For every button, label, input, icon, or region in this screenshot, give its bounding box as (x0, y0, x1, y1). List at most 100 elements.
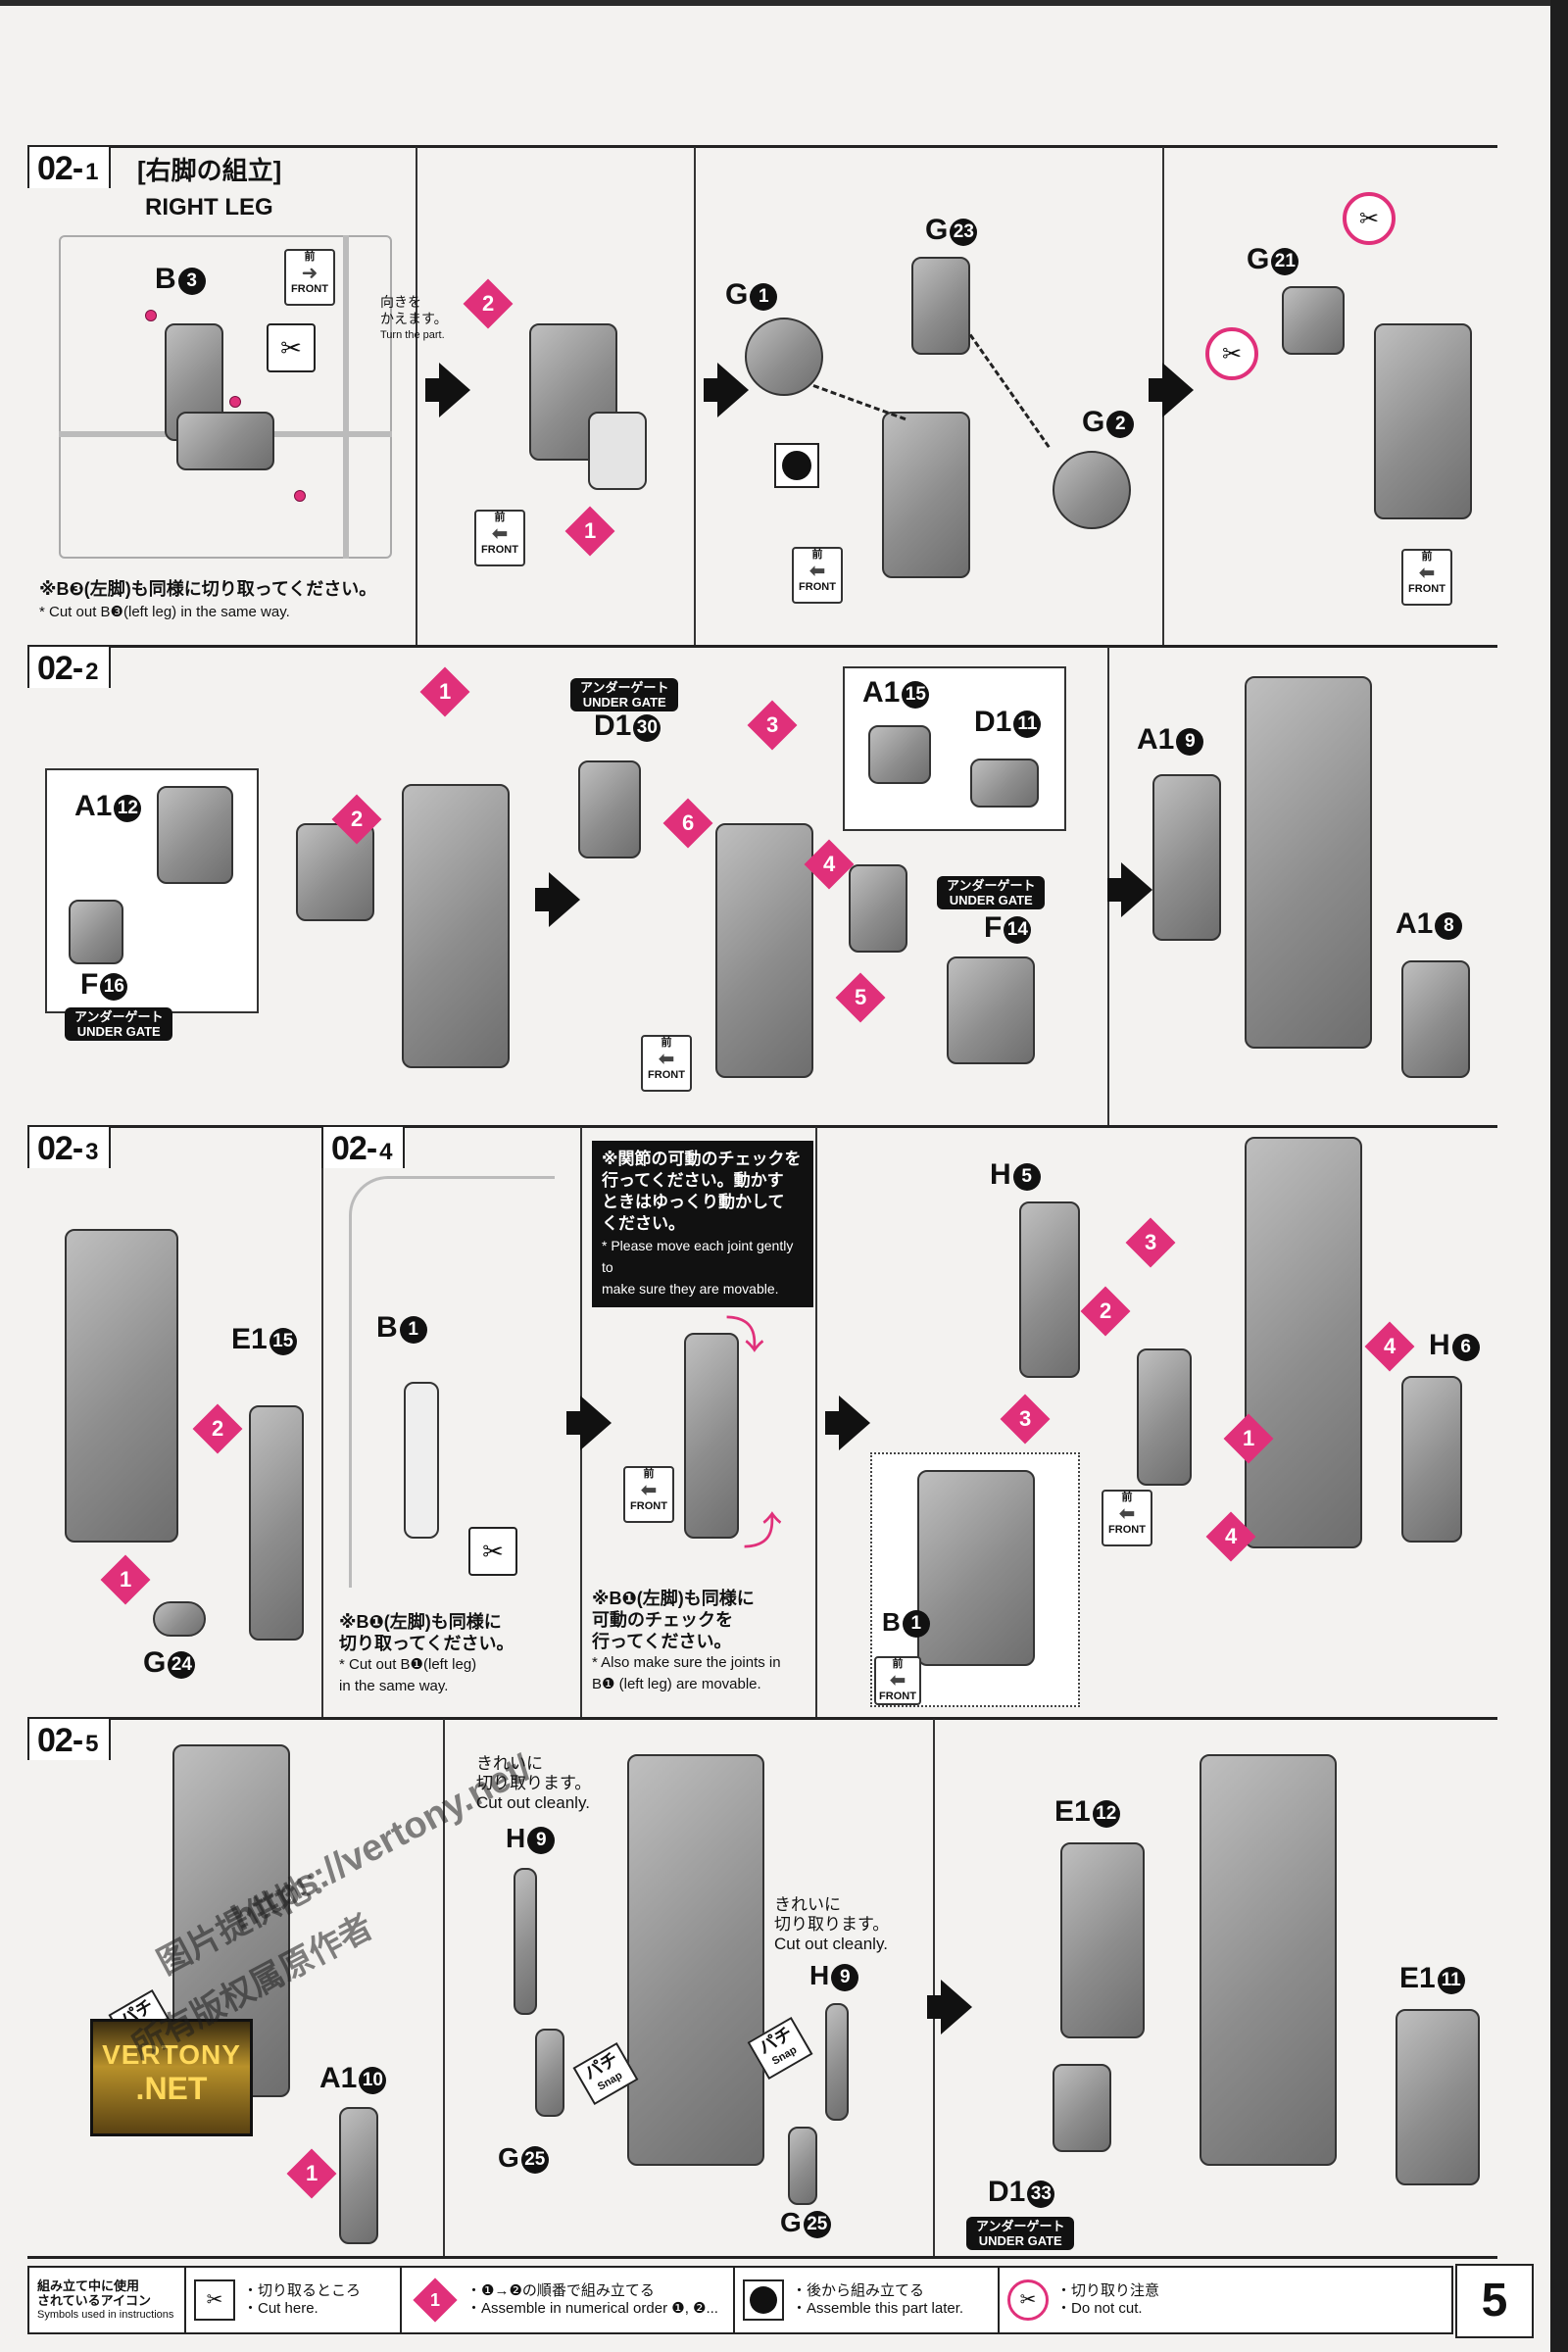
assemble-later-icon (774, 443, 819, 488)
vertony-logo: VERTONY .NET (90, 2019, 253, 2136)
part-h9-drawing (514, 1868, 537, 2015)
gate-en: UNDER GATE (949, 893, 1033, 907)
front-jp: 前 (661, 1037, 672, 1049)
part-f14-drawing (947, 956, 1035, 1064)
part-b1-joint (684, 1333, 739, 1539)
page-edge-top (0, 0, 1568, 6)
front-en: FRONT (481, 544, 518, 556)
panel-divider (933, 1719, 935, 2256)
step-number-value: 1 (119, 1567, 132, 1592)
note-joint-en2: make sure they are movable. (602, 1281, 779, 1297)
next-arrow-icon (566, 1396, 612, 1450)
part-label-number: 23 (950, 219, 978, 246)
front-jp: 前 (494, 512, 506, 523)
part-label-letter: G (1082, 406, 1105, 438)
step-number-value: 2 (481, 291, 495, 316)
note-b1-jp1: ※B❶(左脚)も同様に (339, 1612, 502, 1632)
front-indicator: 前⬅FRONT (1102, 1490, 1152, 1546)
part-label-number: 1 (902, 1610, 930, 1638)
page-number: 5 (1455, 2264, 1534, 2338)
step-number-value: 4 (1224, 1524, 1238, 1548)
front-jp: 前 (304, 251, 316, 263)
note-clean1-jp2: 切り取ります。 (476, 1774, 592, 1792)
symbol-legend: 組み立て中に使用 されているアイコン Symbols used in instr… (27, 2266, 1453, 2334)
step-badge-02-4: 02-4 (321, 1125, 405, 1168)
legend-cut-en: ・Cut here. (243, 2300, 318, 2317)
next-arrow-icon (825, 1396, 870, 1450)
panel-divider (443, 1719, 445, 2256)
front-indicator: 前⬅FRONT (641, 1035, 692, 1092)
step-number-value: 5 (854, 985, 867, 1009)
section-divider (27, 2256, 1497, 2259)
note-turn-en: Turn the part. (380, 329, 445, 341)
part-label-letter: D1 (988, 2176, 1026, 2208)
part-assembly (1374, 323, 1472, 519)
next-arrow-icon (1149, 363, 1194, 417)
step-badge-sub: 3 (85, 1139, 99, 1165)
part-label-letter: G (143, 1646, 167, 1679)
note-joint-jp3: ときはゆっくり動かして (602, 1193, 785, 1211)
legend-title-jp2: されているアイコン (37, 2292, 151, 2308)
step-badge-number: 02 (37, 1722, 74, 1759)
front-indicator: 前⬅FRONT (623, 1466, 674, 1523)
part-joint (1137, 1348, 1192, 1486)
step-number-icon: 1 (286, 2148, 337, 2199)
part-label-number: 15 (902, 681, 930, 709)
step-badge-number: 02 (37, 650, 74, 687)
part-g2-drawing (1053, 451, 1131, 529)
part-label-number: 25 (803, 2211, 831, 2238)
scissors-icon: ✂ (267, 323, 316, 372)
gate-jp: アンダーゲート (976, 2219, 1065, 2233)
gate-en: UNDER GATE (978, 2233, 1062, 2248)
part-label-number: 9 (831, 1964, 859, 1991)
part-label-letter: H (506, 1823, 526, 1853)
front-en: FRONT (799, 581, 836, 593)
part-label-letter: H (809, 1960, 830, 1990)
note-clean1-jp1: きれいに (476, 1754, 543, 1773)
front-jp: 前 (1421, 551, 1433, 563)
step-badge-sub: 5 (85, 1731, 99, 1757)
note-clean-cut-2: きれいに 切り取ります。 Cut out cleanly. (774, 1895, 889, 1954)
do-not-cut-icon: ✂ (1205, 327, 1258, 380)
front-jp: 前 (1121, 1492, 1133, 1503)
section-title-jp: [右脚の組立] (137, 156, 282, 185)
front-indicator: 前⬅FRONT (874, 1656, 921, 1705)
legend-later-en: ・Assemble this part later. (792, 2300, 964, 2317)
note-clean-cut-1: きれいに 切り取ります。 Cut out cleanly. (476, 1754, 591, 1813)
part-assembly (402, 784, 510, 1068)
front-indicator: 前⬅FRONT (474, 510, 525, 566)
step-number-icon: 3 (747, 700, 798, 751)
front-en: FRONT (1108, 1524, 1146, 1536)
part-label-letter: G (1247, 243, 1270, 275)
part-label-letter: A1 (1137, 723, 1175, 756)
part-label-number: 15 (269, 1328, 297, 1355)
step-number-value: 6 (681, 810, 695, 835)
gate-jp: アンダーゲート (74, 1009, 164, 1024)
part-label-letter: E1 (1399, 1962, 1436, 1994)
part-label-number: 12 (114, 795, 142, 822)
part-h6-drawing (1401, 1376, 1462, 1543)
part-assembly (627, 1754, 764, 2166)
part-label-number: 11 (1013, 710, 1042, 738)
legend-order: 1 ・❶→❷の順番で組み立てる・Assemble in numerical or… (402, 2268, 735, 2332)
next-arrow-icon (425, 363, 470, 417)
part-d111-drawing (970, 759, 1039, 808)
part-label-letter: E1 (231, 1323, 268, 1355)
next-arrow-icon (535, 872, 580, 927)
step-number-icon: 6 (662, 798, 713, 849)
part-g1-drawing (745, 318, 823, 396)
step-number-icon: 2 (192, 1403, 243, 1454)
